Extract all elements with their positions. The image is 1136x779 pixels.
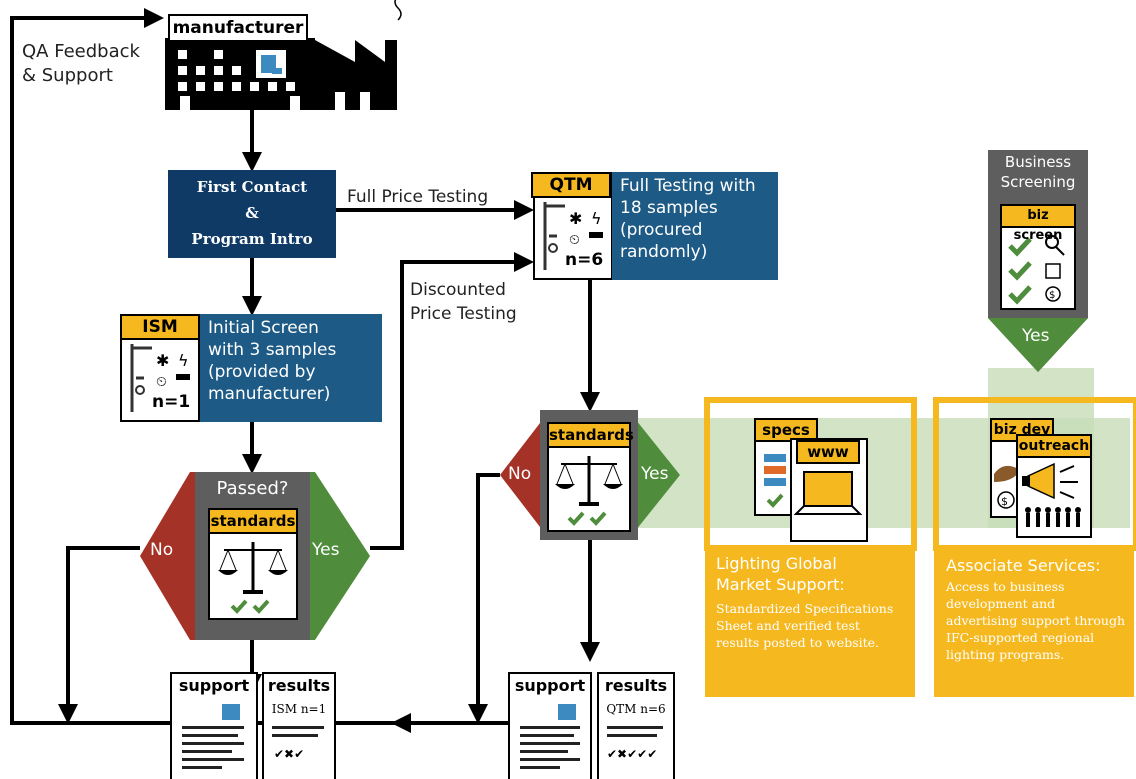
arrow-decision1-no xyxy=(58,546,140,724)
business-yes: Yes xyxy=(1022,326,1050,346)
laptop-icon xyxy=(793,471,863,515)
lighting-global-body: Standardized Specifications Sheet and ve… xyxy=(716,601,894,650)
first-contact-box: First Contact & Program Intro xyxy=(168,170,336,258)
decision1-no: No xyxy=(150,540,174,560)
svg-text:✱: ✱ xyxy=(569,209,582,228)
qtm-n: n=6 xyxy=(565,250,604,270)
specs-sheet-icon xyxy=(764,454,786,508)
feedback-label: QA Feedback & Support xyxy=(22,41,140,86)
associate-body: Access to business development and adver… xyxy=(946,579,1125,662)
decision1-title: Passed? xyxy=(216,478,289,499)
handshake-icon: $ xyxy=(994,465,1020,509)
svg-text:ϟ: ϟ xyxy=(591,209,602,228)
decision2-no: No xyxy=(508,464,532,484)
results-doc-2: results QTM n=6 ✔✖✔✔✔ xyxy=(597,672,675,779)
support-doc-2: support xyxy=(508,672,592,779)
ism-n: n=1 xyxy=(152,392,191,412)
qtm-tag: QTM xyxy=(531,172,611,198)
scale-icon xyxy=(218,542,288,614)
business-screening-title: Business Screening xyxy=(1000,153,1076,191)
specs-tag: specs xyxy=(754,418,818,442)
associate-services-frame xyxy=(933,397,1136,551)
doc-subtitle: ISM n=1 xyxy=(271,702,327,716)
ism-tools-icon: ✱ ϟ ⏲ xyxy=(130,344,190,412)
svg-text:✱: ✱ xyxy=(156,351,169,370)
svg-text:⏲: ⏲ xyxy=(569,232,580,248)
svg-text:ϟ: ϟ xyxy=(178,351,189,370)
decision1-yes: Yes xyxy=(312,540,340,560)
results-doc-marks-icon: ✔✖✔✔✔ xyxy=(607,726,663,761)
support-doc-lines-icon xyxy=(182,704,244,769)
svg-text:✔✖✔✔✔: ✔✖✔✔✔ xyxy=(607,747,657,761)
manufacturer-tag: manufacturer xyxy=(168,14,308,42)
factory-icon xyxy=(165,0,402,110)
associate-heading: Associate Services: xyxy=(946,556,1101,575)
doc-title: support xyxy=(514,676,586,695)
doc-title: support xyxy=(178,676,250,695)
scale-icon xyxy=(555,456,623,526)
checklist-icon: $ xyxy=(1008,235,1065,305)
svg-text:$: $ xyxy=(1001,495,1008,508)
svg-text:✔✖✔: ✔✖✔ xyxy=(274,747,304,761)
arrow-decision2-no xyxy=(468,473,500,724)
doc-subtitle: QTM n=6 xyxy=(606,702,666,716)
ism-tag: ISM xyxy=(120,314,200,340)
lighting-global-box xyxy=(705,545,915,697)
decision2-yes: Yes xyxy=(641,464,669,484)
svg-text:⏲: ⏲ xyxy=(156,374,167,390)
discounted-label: Discounted Price Testing xyxy=(410,280,517,324)
megaphone-icon xyxy=(1022,462,1081,527)
doc-title: results xyxy=(267,676,331,695)
qtm-tools-icon: ✱ ϟ ⏲ xyxy=(543,202,603,270)
www-tag: www xyxy=(796,440,860,464)
full-price-label: Full Price Testing xyxy=(347,187,489,207)
outreach-tag: outreach xyxy=(1016,434,1092,458)
associate-services-box xyxy=(934,545,1134,697)
support-doc-lines-icon xyxy=(520,704,580,769)
qtm-description: Full Testing with 18 samples (procured r… xyxy=(612,172,778,280)
results-doc-marks-icon: ✔✖✔ xyxy=(272,726,324,761)
doc-title: results xyxy=(604,676,668,695)
biz-screen-tag: biz screen xyxy=(1000,204,1076,243)
svg-text:$: $ xyxy=(1049,290,1055,301)
ism-description: Initial Screen with 3 samples (provided … xyxy=(200,314,382,422)
support-doc-1: support xyxy=(170,672,258,779)
decision1-tag: standards xyxy=(208,508,298,534)
arrow-discounted xyxy=(370,252,534,550)
decision2-tag: standards xyxy=(547,422,634,448)
lighting-global-frame xyxy=(704,397,917,551)
results-doc-1: results ISM n=1 ✔✖✔ xyxy=(262,672,336,779)
lighting-global-heading: Lighting Global Market Support: xyxy=(716,554,845,594)
